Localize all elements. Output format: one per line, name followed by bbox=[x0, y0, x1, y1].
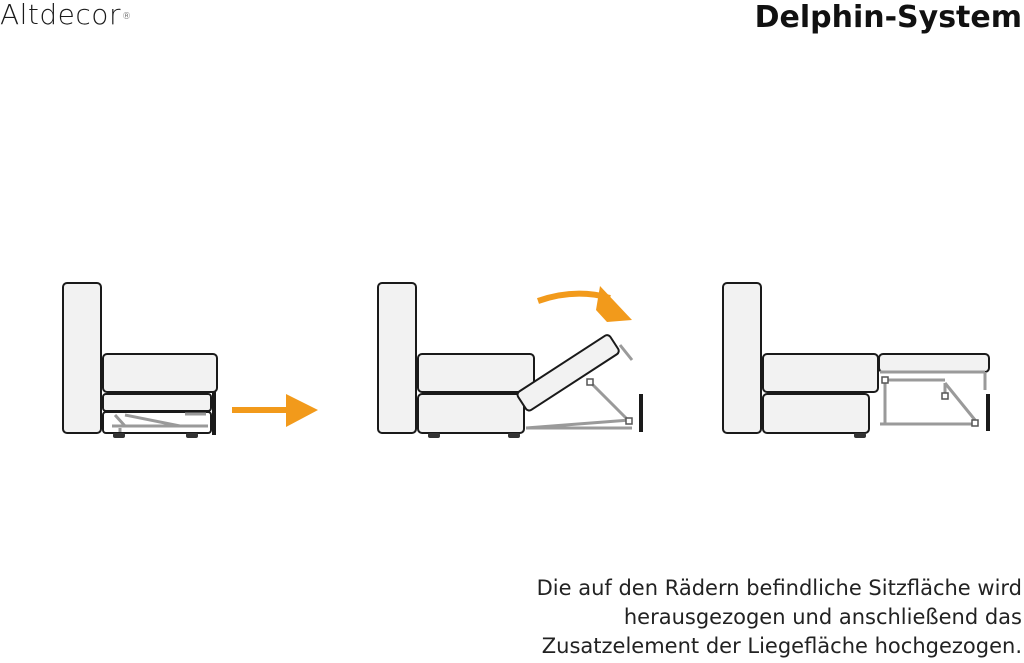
backrest bbox=[377, 282, 417, 434]
folded-mechanism bbox=[112, 412, 208, 432]
backrest bbox=[722, 282, 762, 434]
extension-cushion bbox=[878, 353, 990, 373]
caption-line: Die auf den Rädern befindliche Sitzfläch… bbox=[536, 576, 1022, 600]
base-box bbox=[417, 393, 525, 434]
curved-arrow-icon bbox=[537, 286, 632, 322]
base-cushion bbox=[102, 393, 212, 412]
registered-mark: ® bbox=[121, 12, 132, 22]
caption-line: herausgezogen und anschließend das bbox=[623, 605, 1022, 629]
joints bbox=[881, 376, 979, 427]
step-closed-sofa bbox=[62, 282, 218, 438]
joints bbox=[586, 378, 633, 425]
brand-name: Altdecor bbox=[0, 0, 121, 31]
page-title: Delphin-System bbox=[754, 0, 1022, 35]
seat-cushion bbox=[102, 353, 218, 393]
caption-line: Zusatzelement der Liegefläche hochgezoge… bbox=[541, 634, 1022, 658]
brand-logo: Altdecor® bbox=[0, 0, 131, 30]
wheel bbox=[428, 433, 440, 438]
right-arrow-icon bbox=[232, 394, 318, 427]
wheel bbox=[113, 433, 125, 438]
step-bed-opened bbox=[722, 282, 990, 438]
base-box bbox=[762, 393, 870, 434]
seat-cushion bbox=[417, 353, 535, 393]
description-caption: Die auf den Rädern befindliche Sitzfläch… bbox=[462, 574, 1022, 661]
wheel bbox=[508, 433, 520, 438]
backrest bbox=[62, 282, 102, 434]
step-seat-pulled-out bbox=[377, 282, 643, 438]
tilted-cushion bbox=[516, 334, 620, 412]
wheel bbox=[854, 433, 866, 438]
extension-mechanism bbox=[880, 370, 987, 426]
lift-mechanism bbox=[525, 344, 634, 430]
seat-cushion bbox=[762, 353, 879, 393]
wheel bbox=[186, 433, 198, 438]
